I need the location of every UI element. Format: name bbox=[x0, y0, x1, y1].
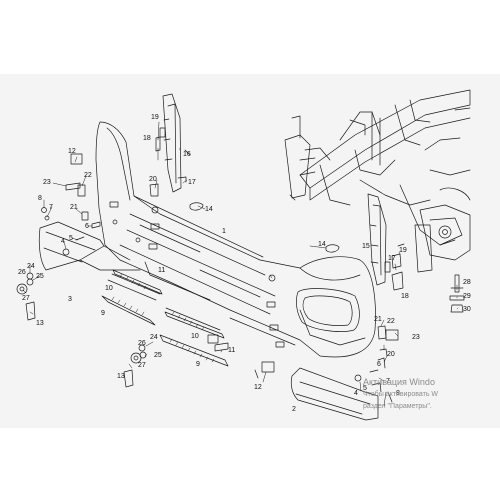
part-number-label: 24 bbox=[150, 334, 158, 341]
part-number-label: 21 bbox=[70, 204, 78, 211]
part-number-label: 26 bbox=[138, 340, 146, 347]
part-number-label: 4 bbox=[61, 238, 65, 245]
part-number-label: 25 bbox=[36, 273, 44, 280]
small-parts bbox=[16, 136, 465, 403]
bottom-margin bbox=[0, 428, 500, 500]
part-number-label: 23 bbox=[412, 334, 420, 341]
part-number-label: 16 bbox=[183, 151, 191, 158]
part-number-label: 22 bbox=[387, 318, 395, 325]
part-number-label: 8 bbox=[396, 390, 400, 397]
part-number-label: 5 bbox=[363, 385, 367, 392]
part-number-label: 30 bbox=[463, 306, 471, 313]
part-number-label: 22 bbox=[84, 172, 92, 179]
part-number-label: 4 bbox=[354, 390, 358, 397]
part-number-label: 9 bbox=[196, 361, 200, 368]
leader-lines bbox=[22, 121, 459, 407]
part-number-label: 14 bbox=[205, 206, 213, 213]
part-number-label: 17 bbox=[388, 255, 396, 262]
part-number-label: 11 bbox=[228, 347, 235, 354]
part-number-label: 7 bbox=[49, 204, 53, 211]
windows-activation-watermark-text: Чтобы активировать W bbox=[363, 391, 439, 398]
truck-frame bbox=[284, 89, 471, 273]
part-number-label: 25 bbox=[154, 352, 162, 359]
part-number-label: 12 bbox=[254, 384, 262, 391]
part-number-label: 2 bbox=[292, 406, 296, 413]
step-cover-2 bbox=[290, 367, 379, 421]
part-number-label: 27 bbox=[22, 295, 30, 302]
part-number-label: 21 bbox=[374, 316, 382, 323]
part-number-label: 23 bbox=[43, 179, 51, 186]
part-number-label: 24 bbox=[27, 263, 35, 270]
part-number-label: 5 bbox=[69, 235, 73, 242]
part-number-label: 14 bbox=[318, 241, 326, 248]
part-number-label: 26 bbox=[18, 269, 26, 276]
part-number-label: 6 bbox=[377, 361, 381, 368]
part-number-label: 10 bbox=[191, 333, 199, 340]
part-number-label: 3 bbox=[68, 296, 72, 303]
bracket-15 bbox=[367, 193, 391, 286]
part-number-label: 7 bbox=[386, 378, 390, 385]
part-number-label: 17 bbox=[188, 179, 196, 186]
part-number-label: 18 bbox=[401, 293, 409, 300]
part-number-label: 1 bbox=[222, 228, 226, 235]
part-number-label: 11 bbox=[158, 267, 165, 274]
corner-cover-3 bbox=[38, 221, 141, 271]
part-number-label: 12 bbox=[68, 148, 76, 155]
part-number-label: 18 bbox=[143, 135, 151, 142]
windows-activation-watermark-text-2: раздел "Параметры". bbox=[363, 403, 432, 410]
part-number-label: 19 bbox=[151, 114, 159, 121]
part-number-label: 29 bbox=[463, 293, 471, 300]
bumper-main bbox=[95, 121, 376, 358]
part-number-label: 27 bbox=[138, 362, 146, 369]
part-number-label: 8 bbox=[38, 195, 42, 202]
part-number-label: 6 bbox=[85, 223, 89, 230]
part-number-label: 28 bbox=[463, 279, 471, 286]
grille-strips-9 bbox=[101, 269, 229, 367]
part-number-label: 13 bbox=[36, 320, 44, 327]
part-number-label: 20 bbox=[387, 351, 395, 358]
part-number-label: 20 bbox=[149, 176, 157, 183]
top-margin bbox=[0, 0, 500, 74]
part-number-label: 15 bbox=[362, 243, 370, 250]
part-number-label: 9 bbox=[101, 310, 105, 317]
part-number-label: 10 bbox=[105, 285, 113, 292]
part-number-label: 13 bbox=[117, 373, 125, 380]
bracket-16 bbox=[159, 93, 182, 193]
part-number-label: 19 bbox=[399, 247, 407, 254]
windows-activation-watermark-title: Активация Windo bbox=[363, 377, 435, 387]
